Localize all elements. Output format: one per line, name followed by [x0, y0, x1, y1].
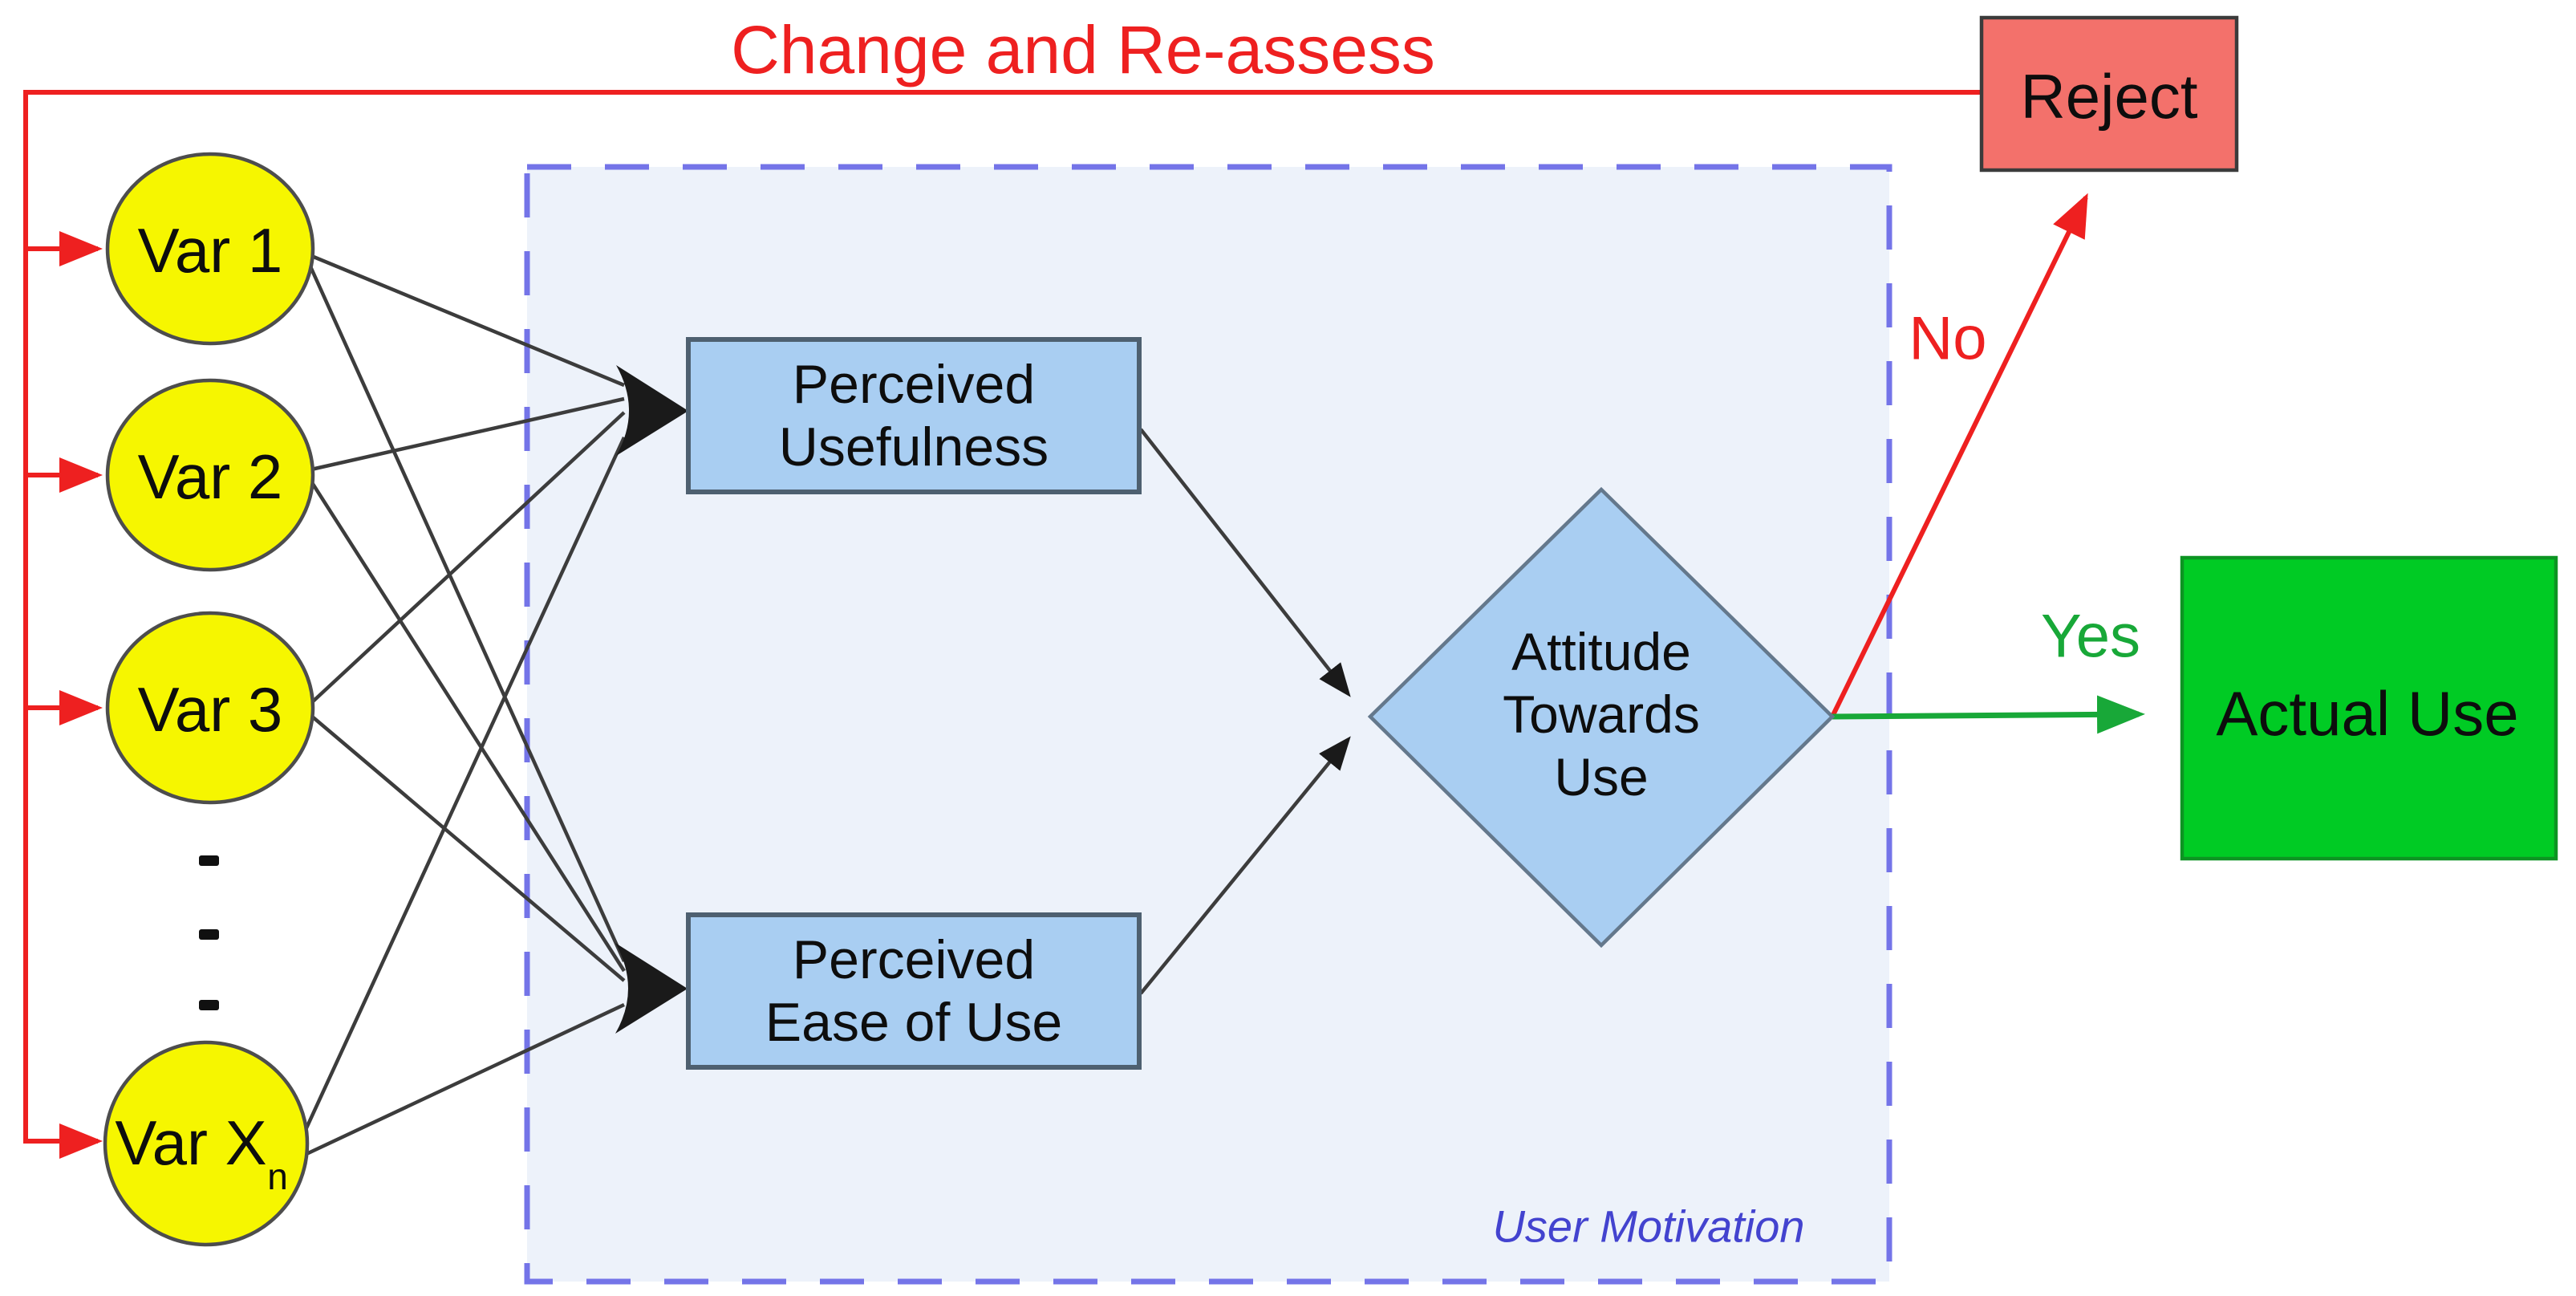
var1-label: Var 1: [138, 215, 283, 286]
edge-varxn-pu: [302, 437, 627, 1132]
edge-no-reject: [1830, 193, 2088, 718]
dot-1: [199, 855, 219, 866]
actual-use-node: Actual Use: [2180, 555, 2558, 861]
variable-edges: [302, 253, 688, 1156]
var1-ellipse: [105, 152, 315, 346]
perceived-ease-of-use-node: Perceived Ease of Use: [686, 912, 1142, 1070]
perceived-usefulness-line2: Usefulness: [779, 416, 1049, 477]
attitude-line3: Use: [1554, 747, 1648, 806]
varxn-ellipse: [103, 1040, 310, 1247]
no-label: No: [1909, 305, 1986, 373]
edge-var3-peu: [310, 714, 626, 982]
varxn-label: Var X: [115, 1107, 266, 1178]
perceived-usefulness-box: [686, 337, 1142, 494]
var-node-2: Var 2: [105, 378, 315, 572]
feedback-loop: [23, 90, 1980, 1159]
feedback-label: Change and Re-assess: [731, 12, 1435, 87]
attitude-line2: Towards: [1503, 685, 1700, 744]
reject-label: Reject: [2020, 61, 2197, 132]
attitude-diamond: [1367, 486, 1836, 949]
yes-label: Yes: [2041, 603, 2140, 671]
var-node-1: Var 1: [105, 152, 315, 346]
converge-arrowhead-pu: [616, 365, 688, 456]
ellipsis-dots: [199, 855, 219, 1010]
edge-var2-peu: [310, 480, 626, 973]
edge-peu-attitude: [1139, 736, 1351, 995]
perceived-ease-of-use-line1: Perceived: [793, 929, 1035, 990]
edge-varxn-peu: [306, 1002, 625, 1156]
edge-var2-pu: [310, 396, 625, 472]
edge-var1-pu: [309, 253, 625, 388]
perceived-ease-of-use-line2: Ease of Use: [765, 992, 1062, 1053]
var3-label: Var 3: [138, 674, 283, 745]
dot-2: [199, 929, 219, 940]
feedback-line: [23, 90, 1980, 1159]
reject-box: [1979, 15, 2239, 173]
reject-node: Reject: [1979, 15, 2239, 173]
edge-var3-pu: [310, 411, 626, 705]
var3-ellipse: [105, 611, 315, 805]
attitude-line1: Attitude: [1511, 622, 1691, 681]
var2-label: Var 2: [138, 441, 283, 512]
perceived-ease-of-use-box: [686, 912, 1142, 1070]
edge-yes-actual-use: [1832, 695, 2145, 734]
actual-use-box: [2180, 555, 2558, 861]
edge-var1-peu: [307, 264, 627, 962]
dot-3: [199, 1000, 219, 1010]
attitude-node: Attitude Towards Use: [1367, 486, 1836, 949]
perceived-usefulness-node: Perceived Usefulness: [686, 337, 1142, 494]
converge-arrowhead-peu: [615, 943, 688, 1034]
var-node-3: Var 3: [105, 611, 315, 805]
perceived-usefulness-line1: Perceived: [793, 354, 1035, 415]
user-motivation-label: User Motivation: [1492, 1201, 1804, 1252]
var2-ellipse: [105, 378, 315, 572]
edge-pu-attitude: [1139, 428, 1351, 697]
varxn-subscript: n: [267, 1156, 288, 1197]
var-node-xn: Var X n: [103, 1040, 310, 1247]
actual-use-label: Actual Use: [2216, 678, 2518, 749]
